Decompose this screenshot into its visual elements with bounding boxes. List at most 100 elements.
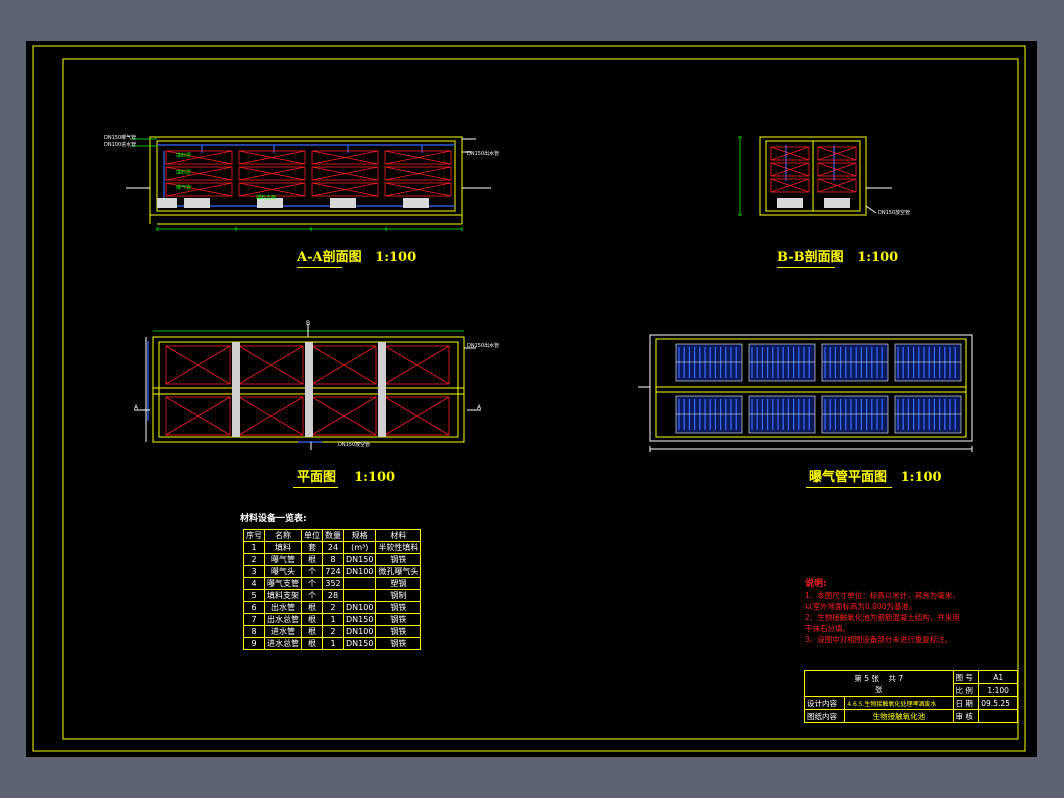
cad-drawing-canvas: [32, 45, 1026, 752]
aa-outlet-callout: DN150出水管: [467, 151, 500, 157]
materials-cell: 根: [301, 601, 323, 614]
plan-bay-cross: [384, 345, 450, 385]
materials-cell: 9: [243, 637, 265, 650]
plan-bay-cross: [311, 345, 377, 385]
bb-media-cross: [817, 162, 857, 177]
materials-cell: 出水管: [264, 601, 302, 614]
bb-media-cross: [770, 178, 810, 193]
materials-cell: [342, 577, 377, 590]
materials-cell: 钢制: [375, 589, 422, 602]
aa-media-cross: [311, 182, 379, 197]
plan-section-mark-a2: A: [477, 404, 482, 411]
aa-aerator-block: [184, 198, 210, 208]
aa-media-cross: [165, 166, 233, 181]
aa-layer-callout-1: 填料层: [176, 153, 192, 159]
materials-cell: 钢铁: [375, 625, 422, 638]
materials-cell: 塑钢: [375, 577, 422, 590]
materials-cell: 曝气管: [264, 553, 302, 566]
materials-cell: 进水总管: [264, 637, 302, 650]
date-label: 日 期: [952, 696, 980, 710]
drawing-label: 图纸内容: [803, 709, 846, 723]
materials-cell: 钢铁: [375, 637, 422, 650]
aa-media-module: [165, 166, 233, 181]
bb-media-cross: [770, 162, 810, 177]
bb-media-cross: [770, 146, 810, 161]
plan-title-underline: [293, 487, 338, 488]
materials-cell: 个: [301, 589, 323, 602]
materials-cell: 半软性填料: [375, 541, 422, 554]
aa-media-module: [311, 182, 379, 197]
bb-media-module: [770, 162, 810, 177]
materials-cell: 个: [301, 577, 323, 590]
bb-media-module: [817, 178, 857, 193]
aa-aerator-block: [330, 198, 356, 208]
aa-media-module: [165, 182, 233, 197]
materials-cell: 根: [301, 553, 323, 566]
aa-media-cross: [311, 166, 379, 181]
plan-section-mark-b: B: [306, 320, 311, 327]
aa-media-cross: [165, 150, 233, 165]
plan-partition: [305, 342, 313, 437]
materials-title: 材料设备一览表:: [240, 514, 307, 524]
aeration-grid: [821, 395, 889, 434]
section-bb-title: B-B剖面图 1:100: [777, 250, 899, 265]
plan-partition: [232, 342, 240, 437]
materials-cell: 8: [322, 553, 344, 566]
materials-cell: [342, 589, 377, 602]
bb-media-module: [770, 146, 810, 161]
aeration-grid: [894, 395, 962, 434]
bb-drain-callout: DN150放空管: [878, 210, 911, 216]
aa-media-module: [384, 150, 452, 165]
materials-cell: 个: [301, 565, 323, 578]
date-value: 09.5.25: [978, 696, 1018, 710]
materials-cell: 钢铁: [375, 553, 422, 566]
aa-media-cross: [311, 150, 379, 165]
review-label: 审 核: [952, 709, 980, 723]
materials-cell: 1: [322, 637, 344, 650]
materials-cell: 钢铁: [375, 613, 422, 626]
aa-layer-callout-3: 曝气管: [176, 185, 192, 191]
aeration-grid: [748, 395, 816, 434]
materials-cell: 2: [322, 625, 344, 638]
materials-cell: 微孔曝气头: [375, 565, 422, 578]
aa-media-module: [311, 166, 379, 181]
materials-cell: 2: [322, 601, 344, 614]
materials-cell: 352: [322, 577, 344, 590]
plan-bay-cross: [384, 396, 450, 436]
bb-media-module: [817, 146, 857, 161]
note-line: 2、生物接触氧化池为钢筋混凝土结构，并采用: [805, 613, 960, 622]
materials-cell: 填料支架: [264, 589, 302, 602]
aeration-grid: [748, 343, 816, 382]
materials-cell: 8: [243, 625, 265, 638]
plan-bay-cross: [165, 345, 231, 385]
aa-media-module: [238, 166, 306, 181]
materials-cell: 钢铁: [375, 601, 422, 614]
section-aa-title: A-A剖面图 1:100: [297, 250, 417, 265]
materials-cell: 24: [322, 541, 344, 554]
aa-media-cross: [384, 182, 452, 197]
materials-cell: 4: [243, 577, 265, 590]
note-line: 1、本图尺寸单位：标高以米计，其余为毫米，: [805, 591, 960, 600]
materials-cell: 5: [243, 589, 265, 602]
plan-bay: [165, 345, 231, 385]
scale-label: 比 例: [952, 683, 980, 697]
materials-cell: 填料: [264, 541, 302, 554]
aa-media-cross: [165, 182, 233, 197]
aa-aerator-block: [403, 198, 429, 208]
materials-header-cell: 规格: [342, 529, 377, 542]
note-line: 3、设图中对相图设备部分未进行重复标注。: [805, 635, 953, 644]
aa-layer-callout-2: 填料层: [176, 170, 192, 176]
note-line: 干抹石分填。: [805, 624, 850, 633]
notes-lines: 1、本图尺寸单位：标高以米计，其余为毫米，以室外地面标高为0.000为基准。2、…: [805, 590, 960, 645]
plan-bay-cross: [311, 396, 377, 436]
materials-cell: DN150: [342, 553, 377, 566]
plan-title: 平面图 1:100: [297, 470, 396, 485]
design-notes: 说明: 1、本图尺寸单位：标高以米计，其余为毫米，以室外地面标高为0.000为基…: [805, 579, 960, 645]
